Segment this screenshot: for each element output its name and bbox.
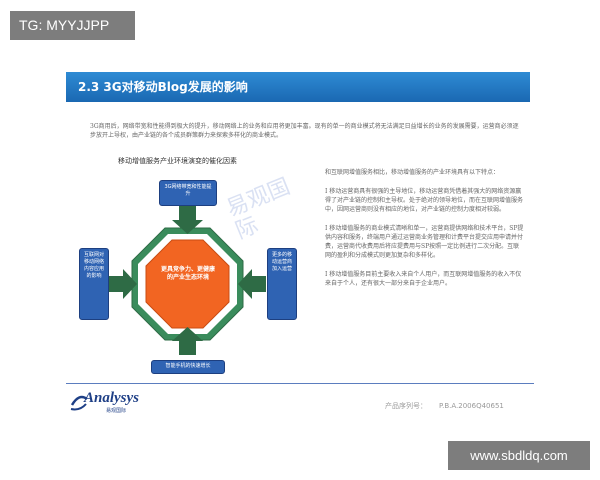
right-column: 和互联网增值服务相比，移动增值服务的产业环境具有以下特点： I 移动运营商具有很… (325, 168, 525, 298)
diagram-title: 移动增值服务产业环境演变的催化因素 (118, 157, 237, 165)
factor-right-box: 更多的移动运营商加入运营 (267, 248, 297, 320)
analysys-logo: Analysys 易观国际 (68, 389, 140, 417)
point-3: I 移动增值服务目前主要收入来自个人用户，而互联网增值服务的收入不仅来自于个人，… (325, 271, 522, 287)
catalyst-diagram: 3G网络带宽和性能提升 互联网对移动网络内容应用的影响 更多的移动运营商加入运营… (75, 170, 300, 385)
logo-name: Analysys (84, 390, 140, 406)
logo-mark-icon (70, 395, 88, 411)
point-2: I 移动增值服务的商业模式清晰和单一，运营商提供网络和技术平台，SP提供内容和服… (325, 225, 524, 259)
arrow-top (172, 206, 203, 234)
footer-divider (66, 383, 534, 384)
product-serial-label: 产品序列号： (385, 402, 427, 410)
arrow-bottom (172, 327, 203, 355)
factor-bottom-box: 智能手机的快速增长 (151, 360, 225, 374)
product-serial: 产品序列号： P.B.A.2006Q40651 (385, 401, 504, 411)
slide-title: 2.3 3G对移动Blog发展的影响 (66, 72, 530, 102)
intro-paragraph: 3G商用后，网络带宽和性能得到极大的提升，移动网络上的业务和应用将更加丰富。现有… (90, 123, 519, 139)
diagram-graphic (109, 206, 266, 355)
arrow-right (238, 269, 266, 299)
factor-left-box: 互联网对移动网络内容应用的影响 (79, 248, 109, 320)
center-text: 更具竞争力、更健康的产业生态环境 (161, 266, 216, 281)
right-intro: 和互联网增值服务相比，移动增值服务的产业环境具有以下特点： (325, 169, 500, 176)
point-1: I 移动运营商具有很强的主导地位，移动运营商凭借着其强大的网络资源赢得了对产业链… (325, 188, 524, 213)
site-url: www.sbdldq.com (448, 441, 590, 470)
center-octagon (145, 239, 230, 329)
logo-subtitle: 易观国际 (106, 408, 127, 414)
arrow-left (109, 269, 137, 299)
product-serial-code: P.B.A.2006Q40651 (439, 402, 504, 410)
factor-top-box: 3G网络带宽和性能提升 (159, 180, 217, 206)
tg-label: TG: MYYJJPP (10, 11, 135, 40)
